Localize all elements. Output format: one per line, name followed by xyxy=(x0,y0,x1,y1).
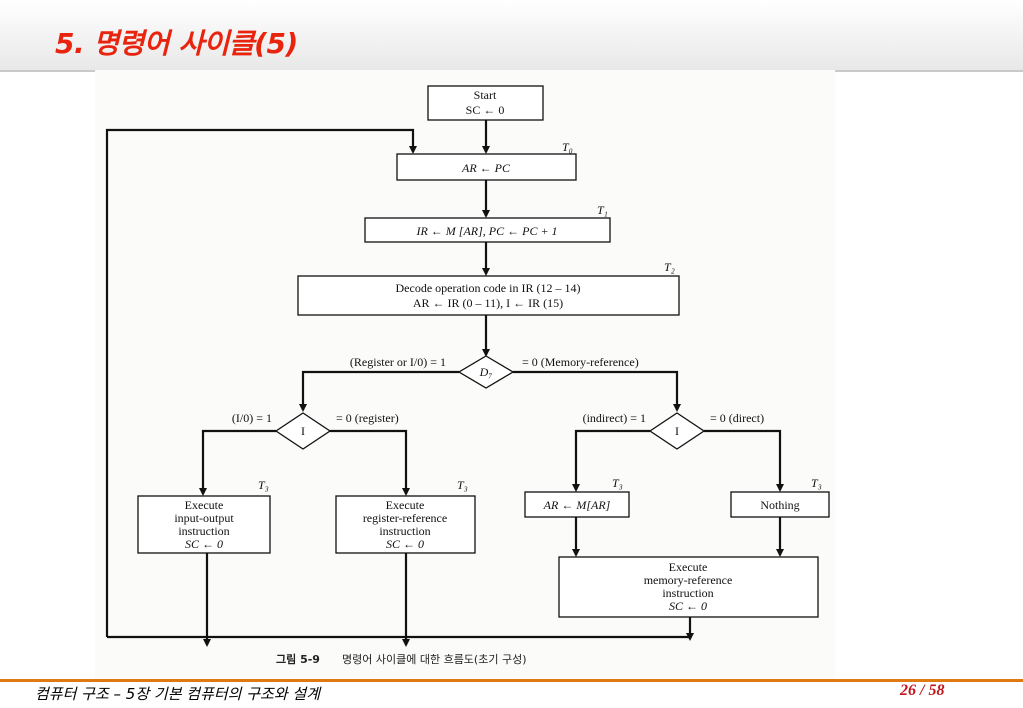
i-right-yes-branch xyxy=(572,429,650,492)
fetch-box xyxy=(364,217,611,243)
reg-box xyxy=(335,495,476,554)
i-left-label: I xyxy=(301,424,305,438)
mem-ref-box xyxy=(558,556,819,618)
t0-label: T₀ xyxy=(562,140,573,154)
reg-line1: Execute xyxy=(386,498,425,512)
t2-label: T₂ xyxy=(664,260,675,274)
t1-label: T₁ xyxy=(597,203,608,217)
footer-divider xyxy=(0,679,1023,682)
i-right-decision xyxy=(648,412,706,450)
start-label: Start xyxy=(474,88,497,102)
slide-title: 5. 명령어 사이클(5) xyxy=(55,27,298,60)
decode-line1: Decode operation code in IR (12 – 14) xyxy=(396,281,581,295)
mem-line1: Execute xyxy=(669,560,708,574)
footer-course-title: 컴퓨터 구조 – 5장 기본 컴퓨터의 구조와 설계 xyxy=(35,685,321,703)
ar-pc-box xyxy=(396,153,577,181)
reg-line2: register-reference xyxy=(363,511,447,525)
i-left-no-branch xyxy=(330,429,410,496)
i-right-yes-label: (indirect) = 1 xyxy=(583,411,646,425)
slide-header: 5. 명령어 사이클(5) xyxy=(0,0,1023,72)
i-right-label: I xyxy=(675,424,679,438)
d7-left-branch xyxy=(299,370,459,412)
mem-line3: instruction xyxy=(662,586,713,600)
i-left-no-label: = 0 (register) xyxy=(336,411,399,425)
nothing-box xyxy=(730,491,830,518)
t3-io-label: T₃ xyxy=(258,478,269,492)
io-line1: Execute xyxy=(185,498,224,512)
io-box xyxy=(137,495,271,554)
io-line4: SC ← 0 xyxy=(185,537,223,551)
fetch-label: IR ← M [AR], PC ← PC + 1 xyxy=(415,224,557,238)
d7-label: D₇ xyxy=(479,365,493,379)
mem-line2: memory-reference xyxy=(644,573,733,587)
i-left-yes-label: (I/0) = 1 xyxy=(232,411,272,425)
decode-box xyxy=(297,275,680,316)
page-number: 26 / 58 xyxy=(900,682,945,699)
start-sc-label: SC ← 0 xyxy=(466,103,505,117)
mem-line4: SC ← 0 xyxy=(669,599,707,613)
return-loop xyxy=(105,128,417,637)
i-left-yes-branch xyxy=(199,429,276,496)
figure-caption-text: 명령어 사이클에 대한 흐름도(초기 구성) xyxy=(342,653,527,666)
d7-right-branch xyxy=(513,370,681,412)
i-right-no-label: = 0 (direct) xyxy=(710,411,764,425)
t3-nothing-label: T₃ xyxy=(811,476,822,490)
io-line3: instruction xyxy=(178,524,229,538)
ar-pc-label: AR ← PC xyxy=(461,161,511,175)
indirect-label: AR ← M[AR] xyxy=(543,498,611,512)
io-line2: input-output xyxy=(174,511,234,525)
nothing-label: Nothing xyxy=(760,498,799,512)
figure-caption-number: 그림 5-9 xyxy=(276,653,320,666)
reg-line3: instruction xyxy=(379,524,430,538)
d7-right-label: = 0 (Memory-reference) xyxy=(522,355,639,369)
reg-line4: SC ← 0 xyxy=(386,537,424,551)
start-box xyxy=(427,85,544,121)
i-right-no-branch xyxy=(704,429,784,492)
t3-indirect-label: T₃ xyxy=(612,476,623,490)
d7-decision xyxy=(457,355,515,389)
t3-reg-label: T₃ xyxy=(457,478,468,492)
indirect-box xyxy=(524,491,630,518)
decode-line2: AR ← IR (0 – 11), I ← IR (15) xyxy=(413,296,563,310)
d7-left-label: (Register or I/0) = 1 xyxy=(350,355,446,369)
i-left-decision xyxy=(274,412,332,450)
